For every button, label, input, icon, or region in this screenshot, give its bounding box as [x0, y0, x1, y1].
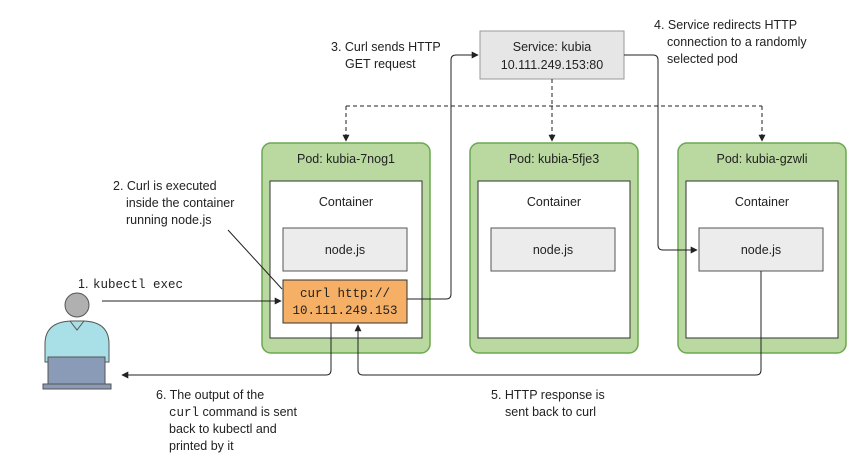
- service-address: 10.111.249.153:80: [501, 58, 603, 72]
- step4-line-1: 4. Service redirects HTTP: [654, 18, 797, 32]
- service-box: Service: kubia 10.111.249.153:80: [479, 30, 625, 80]
- pod-title: Pod: kubia-gzwli: [716, 152, 807, 166]
- curl-line-1: curl http://: [300, 287, 390, 301]
- step6-line-3: back to kubectl and: [169, 422, 277, 436]
- step5-line-1: 5. HTTP response is: [491, 388, 605, 402]
- step2-line-1: 2. Curl is executed: [113, 179, 217, 193]
- person-icon: [44, 292, 110, 363]
- pod-kubia-gzwli: Pod: kubia-gzwli Container node.js: [677, 142, 847, 354]
- step6-line-2: curl command is sent: [169, 405, 297, 420]
- step5-annotation: 5. HTTP response is sent back to curl: [491, 388, 605, 419]
- step4-annotation: 4. Service redirects HTTP connection to …: [654, 18, 807, 66]
- step6-line-1: 6. The output of the: [156, 388, 264, 402]
- service-to-pods-dashed-connector: [342, 79, 766, 142]
- service-to-pod-arrow: [624, 54, 698, 254]
- step5-line-2: sent back to curl: [505, 405, 596, 419]
- step4-line-2: connection to a randomly: [667, 35, 807, 49]
- laptop-icon: [42, 356, 112, 390]
- step3-line-2: GET request: [345, 57, 416, 71]
- app-label: node.js: [533, 243, 573, 257]
- pod-kubia-5fje3: Pod: kubia-5fje3 Container node.js: [469, 142, 639, 354]
- http-response-arrow: [354, 271, 762, 376]
- step3-annotation: 3. Curl sends HTTP GET request: [331, 40, 441, 71]
- app-label: node.js: [741, 243, 781, 257]
- step6-line-2-rest: command is sent: [199, 405, 297, 419]
- step2-line-2: inside the container: [126, 196, 234, 210]
- step6-line-4: printed by it: [169, 439, 234, 453]
- service-title: Service: kubia: [513, 40, 592, 54]
- curl-command-box: curl http:// 10.111.249.153: [282, 279, 408, 324]
- step2-callout-line: [227, 229, 283, 290]
- step4-line-3: selected pod: [667, 52, 738, 66]
- curl-to-service-arrow: [407, 51, 479, 300]
- step2-line-3: running node.js: [126, 213, 211, 227]
- step1-number: 1.: [78, 277, 88, 291]
- container-label: Container: [735, 195, 789, 209]
- step1-command: kubectl exec: [93, 278, 183, 292]
- container-label: Container: [527, 195, 581, 209]
- step6-curl-code: curl: [169, 406, 199, 420]
- step6-annotation: 6. The output of the curl command is sen…: [156, 388, 297, 453]
- pod-title: Pod: kubia-5fje3: [509, 152, 599, 166]
- step2-annotation: 2. Curl is executed inside the container…: [113, 179, 234, 227]
- step3-line-1: 3. Curl sends HTTP: [331, 40, 441, 54]
- curl-line-2: 10.111.249.153: [292, 304, 397, 318]
- output-to-kubectl-arrow: [121, 323, 332, 379]
- step1-annotation: 1. kubectl exec: [78, 277, 183, 292]
- pod-title: Pod: kubia-7nog1: [297, 152, 395, 166]
- app-label: node.js: [325, 243, 365, 257]
- container-label: Container: [319, 195, 373, 209]
